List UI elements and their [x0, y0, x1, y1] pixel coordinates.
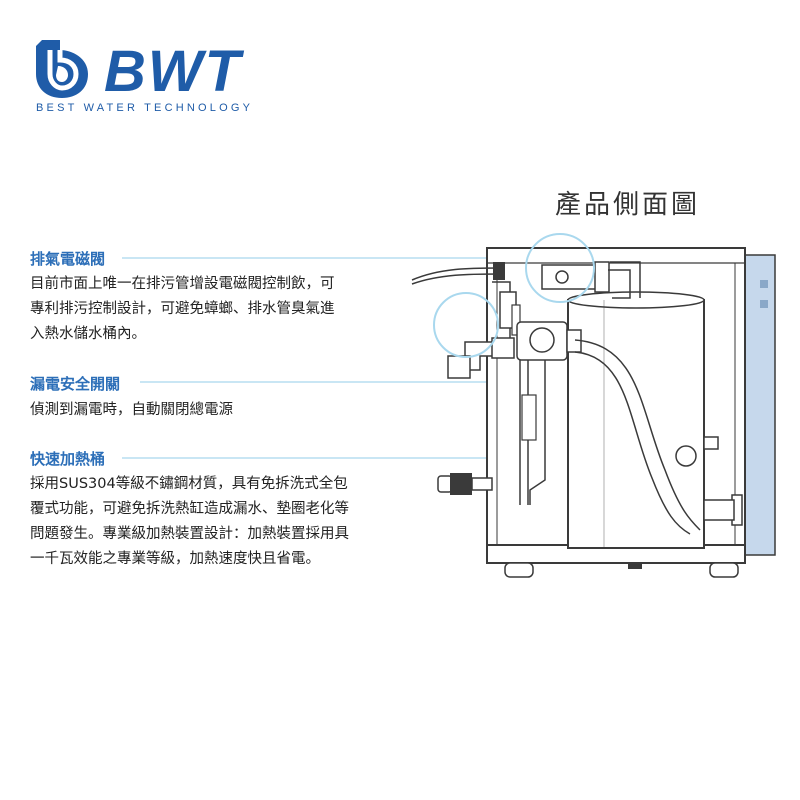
bwt-drop-logo-icon	[36, 40, 88, 98]
feature-desc-exhaust-valve: 目前市面上唯一在排污管增設電磁閥控制飲，可 專利排污控制設計，可避免蟑螂、排水管…	[30, 272, 410, 347]
brand-tagline: BEST WATER TECHNOLOGY	[36, 102, 254, 114]
brand-logo: BWT BEST WATER TECHNOLOGY	[30, 36, 260, 126]
feature-desc-line: 專利排污控制設計，可避免蟑螂、排水管臭氣進	[30, 301, 335, 317]
machine-foot-right	[709, 562, 739, 578]
feature-desc-line: 偵測到漏電時，自動關閉總電源	[30, 402, 233, 418]
feature-desc-leakage-switch: 偵測到漏電時，自動關閉總電源	[30, 398, 410, 423]
feature-desc-line: 採用SUS304等級不鏽鋼材質，具有免拆洗式全包	[30, 476, 348, 492]
feature-desc-line: 覆式功能，可避免拆洗熱缸造成漏水、墊圈老化等	[30, 501, 349, 517]
highlight-circle-valve	[525, 233, 595, 303]
feature-desc-line: 問題發生。專業級加熱裝置設計：加熱裝置採用具	[30, 526, 349, 542]
feature-title-leakage-switch: 漏電安全開關	[30, 375, 121, 393]
feature-desc-line: 一千瓦效能之專業等級，加熱速度快且省電。	[30, 551, 320, 567]
brand-name: BWT	[104, 39, 243, 104]
diagram-title: 產品側面圖	[555, 190, 701, 220]
feature-desc-line: 目前市面上唯一在排污管增設電磁閥控制飲，可	[30, 276, 335, 292]
feature-title-heating-tank: 快速加熱桶	[30, 450, 106, 468]
machine-foot-left	[504, 562, 534, 578]
highlight-circle-switch	[433, 292, 499, 358]
feature-desc-line: 入熱水儲水桶內。	[30, 326, 146, 342]
feature-title-exhaust-valve: 排氣電磁閥	[30, 250, 106, 268]
drain-hose	[574, 339, 701, 531]
feature-desc-heating-tank: 採用SUS304等級不鏽鋼材質，具有免拆洗式全包 覆式功能，可避免拆洗熱缸造成漏…	[30, 472, 410, 572]
